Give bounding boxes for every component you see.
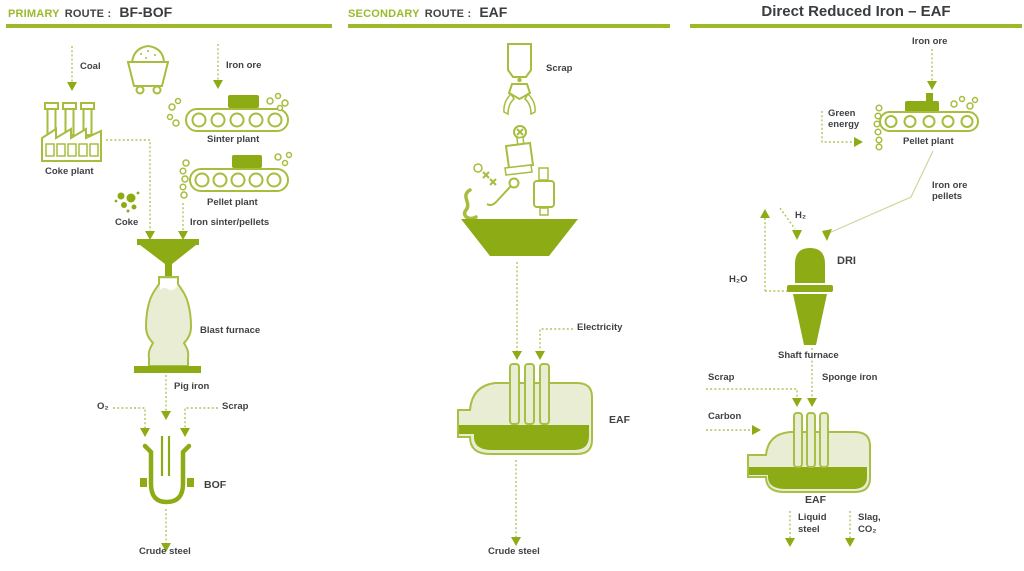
shaft-furnace-icon: [787, 248, 833, 345]
slag-co2-label-1: Slag,: [858, 512, 881, 523]
coke-plant-label: Coke plant: [45, 166, 94, 177]
pig-iron-arrow: [161, 375, 171, 420]
charging-bucket-icon: [461, 219, 578, 256]
coke-plant-icon: [41, 102, 102, 162]
dri-label: DRI: [837, 255, 856, 267]
scrap-claw-icon: [503, 43, 536, 116]
h2-arrow: [779, 207, 802, 240]
h2o-label: H₂O: [729, 274, 748, 285]
eaf-label-2: EAF: [609, 414, 630, 426]
scrap-label-2: Scrap: [546, 63, 573, 74]
scrap-arrow-3: [706, 388, 802, 407]
carbon-label: Carbon: [708, 411, 742, 422]
pig-iron-label: Pig iron: [174, 381, 210, 392]
sponge-iron-arrow: [807, 348, 817, 407]
iron-ore-pellets-line: [822, 150, 934, 241]
oxygen-arrow: [113, 407, 150, 437]
secondary-route-word: ROUTE :: [424, 8, 472, 20]
pellet-plant-icon-3: [873, 93, 979, 151]
bof-icon: [140, 436, 194, 505]
carbon-arrow: [706, 425, 761, 435]
panel-bf-bof: [41, 44, 293, 552]
coal-arrow: [67, 46, 77, 91]
iron-ore-pellets-label-1: Iron ore: [932, 180, 968, 191]
funnel-icon: [137, 239, 199, 277]
sponge-iron-label: Sponge iron: [822, 372, 878, 383]
iron-ore-label-3: Iron ore: [912, 36, 948, 47]
liquid-steel-arrow: [785, 511, 795, 547]
pellet-plant-label-3: Pellet plant: [903, 136, 954, 147]
electricity-label: Electricity: [577, 322, 623, 333]
slag-co2-arrow: [845, 511, 855, 547]
iron-ore-arrow: [213, 44, 223, 89]
primary-route-word: ROUTE :: [64, 8, 112, 20]
primary-underline: [6, 24, 332, 28]
pellet-plant-icon: [179, 151, 293, 199]
primary-route-header: PRIMARY ROUTE : BF-BOF: [8, 4, 172, 20]
primary-route-accent: PRIMARY: [8, 8, 60, 20]
coke-label: Coke: [115, 217, 139, 228]
dri-underline: [690, 24, 1022, 28]
secondary-route-value: EAF: [479, 4, 508, 20]
secondary-route-accent: SECONDARY: [348, 8, 420, 20]
green-energy-label-1: Green: [828, 108, 856, 119]
h2-label: H₂: [795, 210, 807, 221]
crude-steel-label-2: Crude steel: [488, 546, 540, 557]
eaf-furnace-icon: [457, 363, 593, 455]
green-energy-label-2: energy: [828, 119, 860, 130]
sinter-plant-label: Sinter plant: [207, 134, 260, 145]
scrap-feed-arrow: [512, 262, 522, 360]
green-energy-arrow: [821, 111, 863, 147]
ore-cart-icon: [126, 44, 170, 95]
slag-co2-label-2: CO₂: [858, 524, 877, 535]
scrap-items-icon: [462, 125, 555, 221]
primary-route-value: BF-BOF: [119, 4, 173, 20]
oxygen-label: O₂: [97, 401, 109, 412]
liquid-steel-label-1: Liquid: [798, 512, 827, 523]
iron-ore-arrow-3: [927, 49, 937, 90]
pellet-plant-label: Pellet plant: [207, 197, 258, 208]
coal-label: Coal: [80, 61, 101, 72]
scrap-arrow: [180, 407, 218, 437]
bof-label: BOF: [204, 479, 227, 491]
coke-icon: [114, 191, 140, 213]
blast-furnace-label: Blast furnace: [200, 325, 261, 336]
iron-sinter-pellets-arrow: [178, 203, 188, 240]
dri-route-title: Direct Reduced Iron – EAF: [761, 3, 951, 20]
iron-ore-label: Iron ore: [226, 60, 262, 71]
panel-eaf: [457, 43, 593, 546]
secondary-underline: [348, 24, 670, 28]
scrap-label-3: Scrap: [708, 372, 735, 383]
eaf-label-3: EAF: [805, 494, 826, 506]
panel-dri-eaf: [706, 49, 979, 547]
liquid-steel-label-2: steel: [798, 524, 820, 535]
scrap-label-1: Scrap: [222, 401, 249, 412]
crude-steel-arrow-2: [511, 460, 521, 546]
crude-steel-arrow: [161, 509, 171, 552]
shaft-furnace-label: Shaft furnace: [778, 350, 839, 361]
coke-arrow: [106, 139, 155, 240]
crude-steel-label-1: Crude steel: [139, 546, 191, 557]
iron-sinter-pellets-label: Iron sinter/pellets: [190, 217, 270, 228]
secondary-route-header: SECONDARY ROUTE : EAF: [348, 4, 507, 20]
sinter-plant-icon: [166, 92, 289, 132]
electricity-arrow: [535, 328, 573, 360]
blast-furnace-icon: [134, 276, 201, 373]
iron-ore-pellets-label-2: pellets: [932, 191, 963, 202]
h2o-arrow: [760, 209, 788, 292]
eaf-furnace-icon-3: [747, 412, 871, 493]
